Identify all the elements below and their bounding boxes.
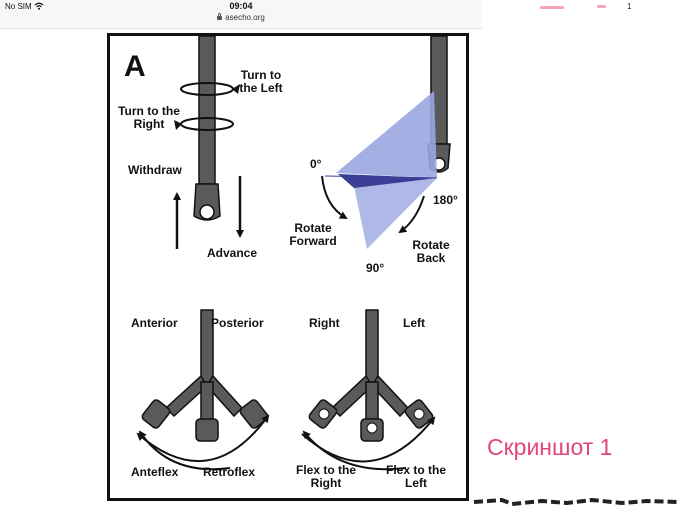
lock-icon bbox=[217, 13, 223, 20]
label-turn-right: Turn to the Right bbox=[118, 104, 180, 131]
label-turn-left: Turn to the Left bbox=[239, 68, 283, 95]
screenshot-caption: Скриншот 1 bbox=[487, 434, 613, 460]
clock: 09:04 bbox=[229, 1, 253, 11]
figure-drawing bbox=[136, 36, 451, 471]
url-text: asecho.org bbox=[225, 13, 265, 22]
carrier-label: No SIM bbox=[5, 2, 32, 11]
probe-bottom-right bbox=[308, 309, 434, 442]
label-posterior: Posterior bbox=[211, 316, 264, 330]
flex-arc-left-icon bbox=[137, 414, 270, 463]
label-right: Right bbox=[309, 316, 340, 330]
label-rotate-back: Rotate Back bbox=[412, 238, 450, 265]
rotate-forward-arrow-icon bbox=[321, 175, 348, 219]
address-bar[interactable]: asecho.org bbox=[0, 13, 482, 22]
label-angle-90: 90° bbox=[366, 261, 385, 275]
label-left: Left bbox=[403, 316, 425, 330]
label-anterior: Anterior bbox=[131, 316, 178, 330]
decorative-scrap bbox=[540, 6, 564, 9]
carrier-status: No SIM bbox=[5, 2, 44, 11]
label-flex-left: Flex to the Left bbox=[386, 463, 447, 490]
wifi-icon bbox=[34, 2, 44, 10]
probe-bottom-left bbox=[141, 309, 269, 442]
rotation-arrows-icon bbox=[174, 82, 240, 131]
right-status-count: 1 bbox=[627, 2, 632, 11]
tee-probe-manipulation-figure: A Turn to the Left Turn to the Right Wit… bbox=[107, 33, 469, 501]
label-angle-0: 0° bbox=[310, 157, 322, 171]
rotate-back-arrow-icon bbox=[398, 195, 425, 234]
decorative-scrap bbox=[597, 5, 606, 8]
decorative-noise bbox=[473, 497, 678, 507]
status-bar: No SIM 09:04 asecho.org bbox=[0, 0, 482, 29]
label-retroflex: Retroflex bbox=[203, 465, 256, 479]
panel-letter: A bbox=[124, 50, 146, 83]
imaging-sector bbox=[324, 91, 438, 249]
label-flex-right: Flex to the Right bbox=[295, 463, 356, 490]
label-rotate-forward: Rotate Forward bbox=[289, 221, 337, 248]
label-angle-180: 180° bbox=[433, 193, 458, 207]
label-advance: Advance bbox=[207, 246, 258, 260]
probe-top-left bbox=[193, 36, 221, 221]
label-withdraw: Withdraw bbox=[128, 163, 182, 177]
transducer-dots bbox=[318, 408, 425, 434]
label-anteflex: Anteflex bbox=[131, 465, 179, 479]
